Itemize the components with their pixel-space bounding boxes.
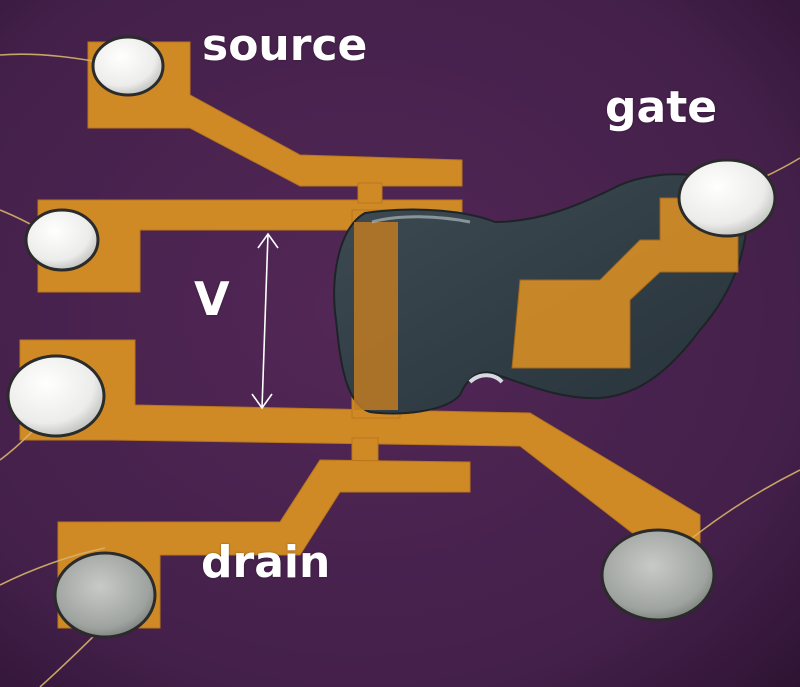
source-label: source	[202, 20, 368, 71]
right-bond-pad	[600, 528, 716, 622]
voltage-arrow	[251, 232, 279, 410]
drain-link	[351, 437, 379, 465]
source-trace	[87, 41, 463, 187]
channel-through-drop	[354, 222, 398, 410]
drain-bond-pad	[53, 551, 157, 639]
lower-left-bond-pad	[6, 354, 106, 438]
upper-left-bond-pad	[24, 208, 100, 272]
wire-drain	[0, 547, 106, 586]
drop-highlight-lower	[468, 373, 504, 384]
drain-label: drain	[201, 537, 331, 588]
gate-bond-pad	[677, 158, 777, 238]
drop-highlight	[371, 215, 471, 224]
voltage-label: V	[194, 272, 230, 326]
source-bond-pad	[91, 35, 165, 97]
bond-wires	[0, 53, 800, 687]
gate-label: gate	[605, 82, 718, 133]
source-link	[357, 182, 383, 204]
bond-pads	[6, 35, 777, 639]
